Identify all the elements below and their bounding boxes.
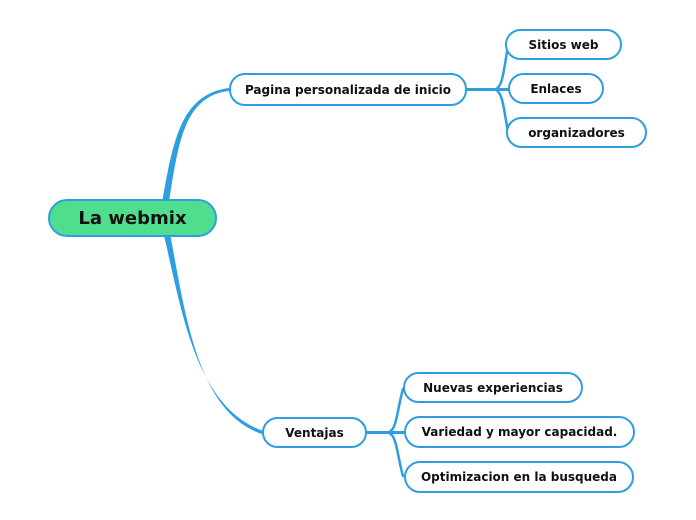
child-node-variedad-capacidad[interactable]: Variedad y mayor capacidad. <box>404 416 635 448</box>
root-node-la-webmix[interactable]: La webmix <box>48 199 217 237</box>
child-node-label: Variedad y mayor capacidad. <box>421 425 618 439</box>
edge-ventajas-to-nuevas <box>387 387 405 434</box>
root-node-label: La webmix <box>78 207 187 229</box>
child-node-organizadores[interactable]: organizadores <box>506 117 647 148</box>
edge-root-to-pagina <box>162 87 231 203</box>
child-node-label: organizadores <box>528 125 625 140</box>
child-node-label: Optimizacion en la busqueda <box>420 470 617 484</box>
edge-root-to-ventajas <box>163 233 264 435</box>
child-node-optimizacion-busqueda[interactable]: Optimizacion en la busqueda <box>404 461 634 493</box>
child-node-sitios-web[interactable]: Sitios web <box>505 29 622 60</box>
branch-node-label: Pagina personalizada de inicio <box>244 82 452 97</box>
child-node-label: Sitios web <box>528 37 599 52</box>
branch-node-pagina-personalizada[interactable]: Pagina personalizada de inicio <box>229 73 467 106</box>
branch-node-ventajas[interactable]: Ventajas <box>262 417 367 448</box>
branch-node-label: Ventajas <box>285 425 344 440</box>
child-node-label: Enlaces <box>530 81 582 96</box>
child-node-nuevas-experiencias[interactable]: Nuevas experiencias <box>403 372 583 403</box>
edge-ventajas-to-optimizacion <box>387 431 405 478</box>
child-node-label: Nuevas experiencias <box>423 380 563 395</box>
child-node-enlaces[interactable]: Enlaces <box>508 73 604 104</box>
